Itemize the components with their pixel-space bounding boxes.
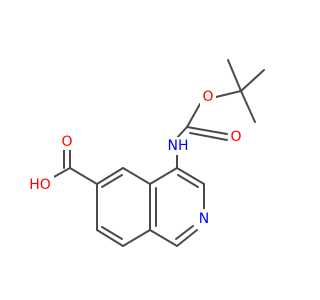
- bond-carbonyl-double-inner: [189, 132, 228, 141]
- bond-tbutyl-ester-o: [215, 90, 242, 98]
- carbonyl-o-knockout: [228, 128, 244, 146]
- bond-c4-c4a: [149, 167, 178, 185]
- molecule-structure-diagram: O O NH N O HO: [0, 0, 300, 300]
- acid-o-knockout: [59, 132, 75, 150]
- bond-tbutyl-methyl-top: [227, 59, 242, 92]
- atom-label-layer: O O NH N O HO: [26, 88, 244, 229]
- amine-nh-label: NH: [168, 138, 189, 154]
- bond-tbutyl-methyl-right: [240, 69, 265, 92]
- nh-knockout: [165, 137, 191, 155]
- bond-c6-carboxyl-c: [69, 167, 98, 185]
- diagram-background: [0, 0, 300, 300]
- acid-carbonyl-oxygen-label: O: [61, 134, 72, 150]
- bond-c1-c8a: [149, 229, 178, 247]
- acid-oh-knockout: [26, 176, 54, 194]
- bond-c8-c8a: [122, 229, 151, 247]
- bond-c4a-c5: [122, 167, 151, 185]
- bond-carboxyl-c-oh: [51, 167, 71, 179]
- bond-c7-c8: [96, 229, 124, 247]
- bond-n2-c1-inner: [175, 225, 194, 240]
- bond-carbonyl-double-outer: [186, 126, 228, 135]
- ring-nitrogen-label: N: [199, 211, 209, 227]
- carbonyl-oxygen-label: O: [230, 129, 241, 145]
- bond-n2-c1: [176, 229, 198, 247]
- bond-c7-c8-inner: [101, 226, 123, 240]
- bond-layer: [51, 59, 265, 247]
- bond-c5-c6-inner: [101, 174, 123, 188]
- ester-oxygen-label: O: [202, 89, 213, 105]
- bond-c5-c6: [96, 167, 124, 185]
- ester-o-knockout: [200, 88, 216, 106]
- bond-c4-c3-inner: [177, 174, 199, 188]
- bond-ester-o-carbonyl-c: [186, 103, 201, 128]
- bond-tbutyl-methyl-bottom: [240, 90, 256, 123]
- ring-n-knockout: [196, 209, 212, 229]
- bond-c4-c3: [176, 167, 205, 185]
- hydroxyl-label: HO: [29, 177, 51, 193]
